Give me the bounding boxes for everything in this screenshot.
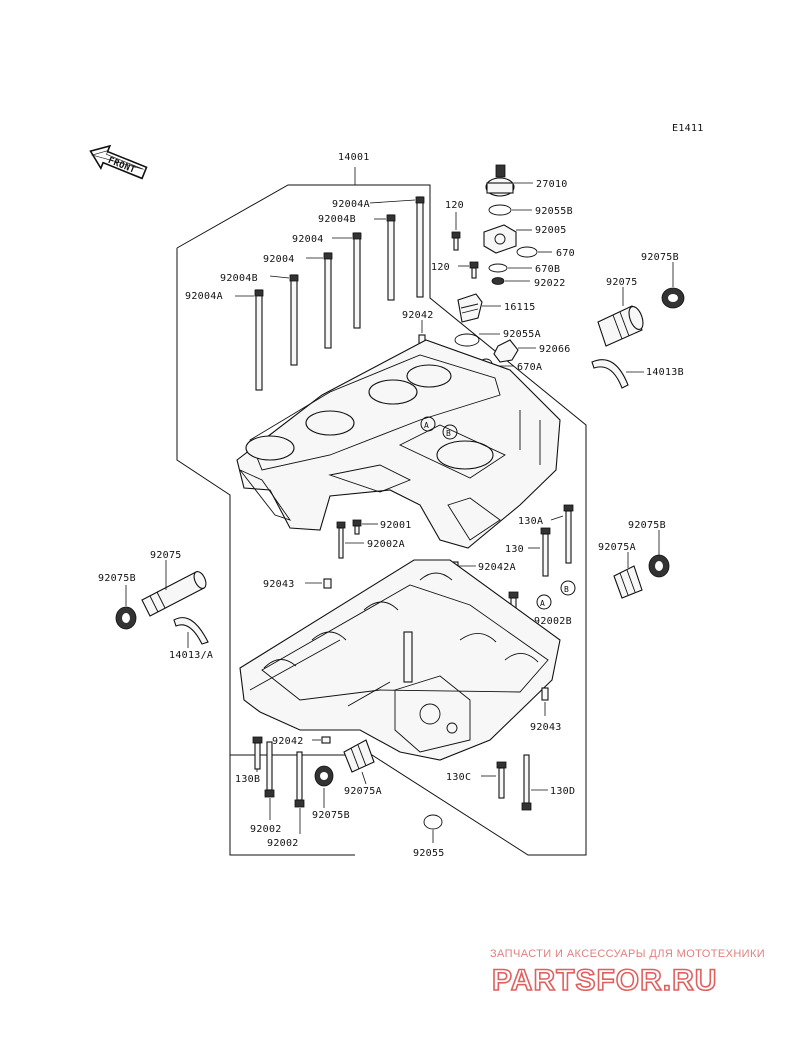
label-130B: 130B — [235, 774, 260, 785]
label-92004B-top: 92004B — [318, 214, 356, 225]
crankshaft-bearing-icon — [591, 287, 685, 389]
o-ring-icon — [423, 814, 443, 830]
label-92075B-low: 92075B — [312, 810, 350, 821]
label-670: 670 — [556, 248, 575, 259]
label-670B: 670B — [535, 264, 560, 275]
bolt-icon — [252, 736, 263, 744]
label-16115: 16115 — [504, 302, 536, 313]
label-14013A: 14013/A — [169, 650, 213, 661]
label-14001: 14001 — [338, 152, 370, 163]
label-92022: 92022 — [534, 278, 566, 289]
callout-A-1: A — [424, 421, 429, 430]
watermark-brand-logo: PARTSFOR.RU — [492, 963, 717, 998]
bolt-130-icon — [540, 504, 574, 577]
lower-crankcase — [239, 559, 561, 761]
label-92042-top: 92042 — [402, 310, 434, 321]
upper-crankcase — [236, 339, 561, 549]
label-27010: 27010 — [536, 179, 568, 190]
label-14013B: 14013B — [646, 367, 684, 378]
bolt-120-icon — [451, 231, 479, 279]
watermark-brand: PARTSFOR.RU — [492, 964, 717, 997]
label-130C: 130C — [446, 772, 471, 783]
label-92004B-mid: 92004B — [220, 273, 258, 284]
stud-bolts — [254, 196, 425, 391]
label-130D: 130D — [550, 786, 575, 797]
label-92042A: 92042A — [478, 562, 516, 573]
oil-filler-cap-icon — [454, 293, 519, 370]
label-92002B: 92002B — [534, 616, 572, 627]
dowel-pin — [321, 736, 331, 744]
bolt-92002-icon — [264, 741, 305, 808]
label-92075A-r: 92075A — [598, 542, 636, 553]
label-92075-r: 92075 — [606, 277, 638, 288]
bolt-icon — [508, 591, 519, 599]
label-92075B-l: 92075B — [98, 573, 136, 584]
label-92055A: 92055A — [503, 329, 541, 340]
label-92004-a: 92004 — [292, 234, 324, 245]
label-120-a: 120 — [445, 200, 464, 211]
front-arrow-icon: FRONT — [89, 144, 148, 180]
label-92002-b: 92002 — [267, 838, 299, 849]
label-92004-b: 92004 — [263, 254, 295, 265]
assembly-frame-left — [176, 248, 231, 855]
label-670A: 670A — [517, 362, 542, 373]
label-92004A-left: 92004A — [185, 291, 223, 302]
watermark-tagline: ЗАПЧАСТИ И АКСЕССУАРЫ ДЛЯ МОТОТЕХНИКИ — [490, 948, 766, 960]
crankshaft-bearing-icon — [613, 554, 670, 599]
label-130: 130 — [505, 544, 524, 555]
label-92055: 92055 — [413, 848, 445, 859]
label-92066: 92066 — [539, 344, 571, 355]
label-92004A-top: 92004A — [332, 199, 370, 210]
oil-pressure-switch-icon — [483, 164, 538, 285]
callout-B-2: B — [564, 585, 569, 594]
label-92075B-r1: 92075B — [641, 252, 679, 263]
callout-B-1: B — [446, 429, 451, 438]
figure-code: E1411 — [672, 123, 704, 134]
label-92005: 92005 — [535, 225, 567, 236]
label-92075A-low: 92075A — [344, 786, 382, 797]
label-92001: 92001 — [380, 520, 412, 531]
crankshaft-bearing-icon — [115, 571, 209, 645]
label-120-b: 120 — [431, 262, 450, 273]
label-92075-l: 92075 — [150, 550, 182, 561]
bolt-92001-icon — [336, 519, 362, 559]
label-92075B-r2: 92075B — [628, 520, 666, 531]
label-92002A: 92002A — [367, 539, 405, 550]
label-92043-top: 92043 — [263, 579, 295, 590]
dowel-pin — [541, 687, 549, 701]
label-92043-r: 92043 — [530, 722, 562, 733]
bolt-130c-icon — [496, 754, 532, 811]
label-92002-a: 92002 — [250, 824, 282, 835]
label-92042-low: 92042 — [272, 736, 304, 747]
label-130A: 130A — [518, 516, 543, 527]
callout-A-2: A — [540, 599, 545, 608]
dowel-pin — [323, 578, 332, 589]
label-92055B: 92055B — [535, 206, 573, 217]
crankshaft-bearing-icon — [314, 739, 375, 787]
